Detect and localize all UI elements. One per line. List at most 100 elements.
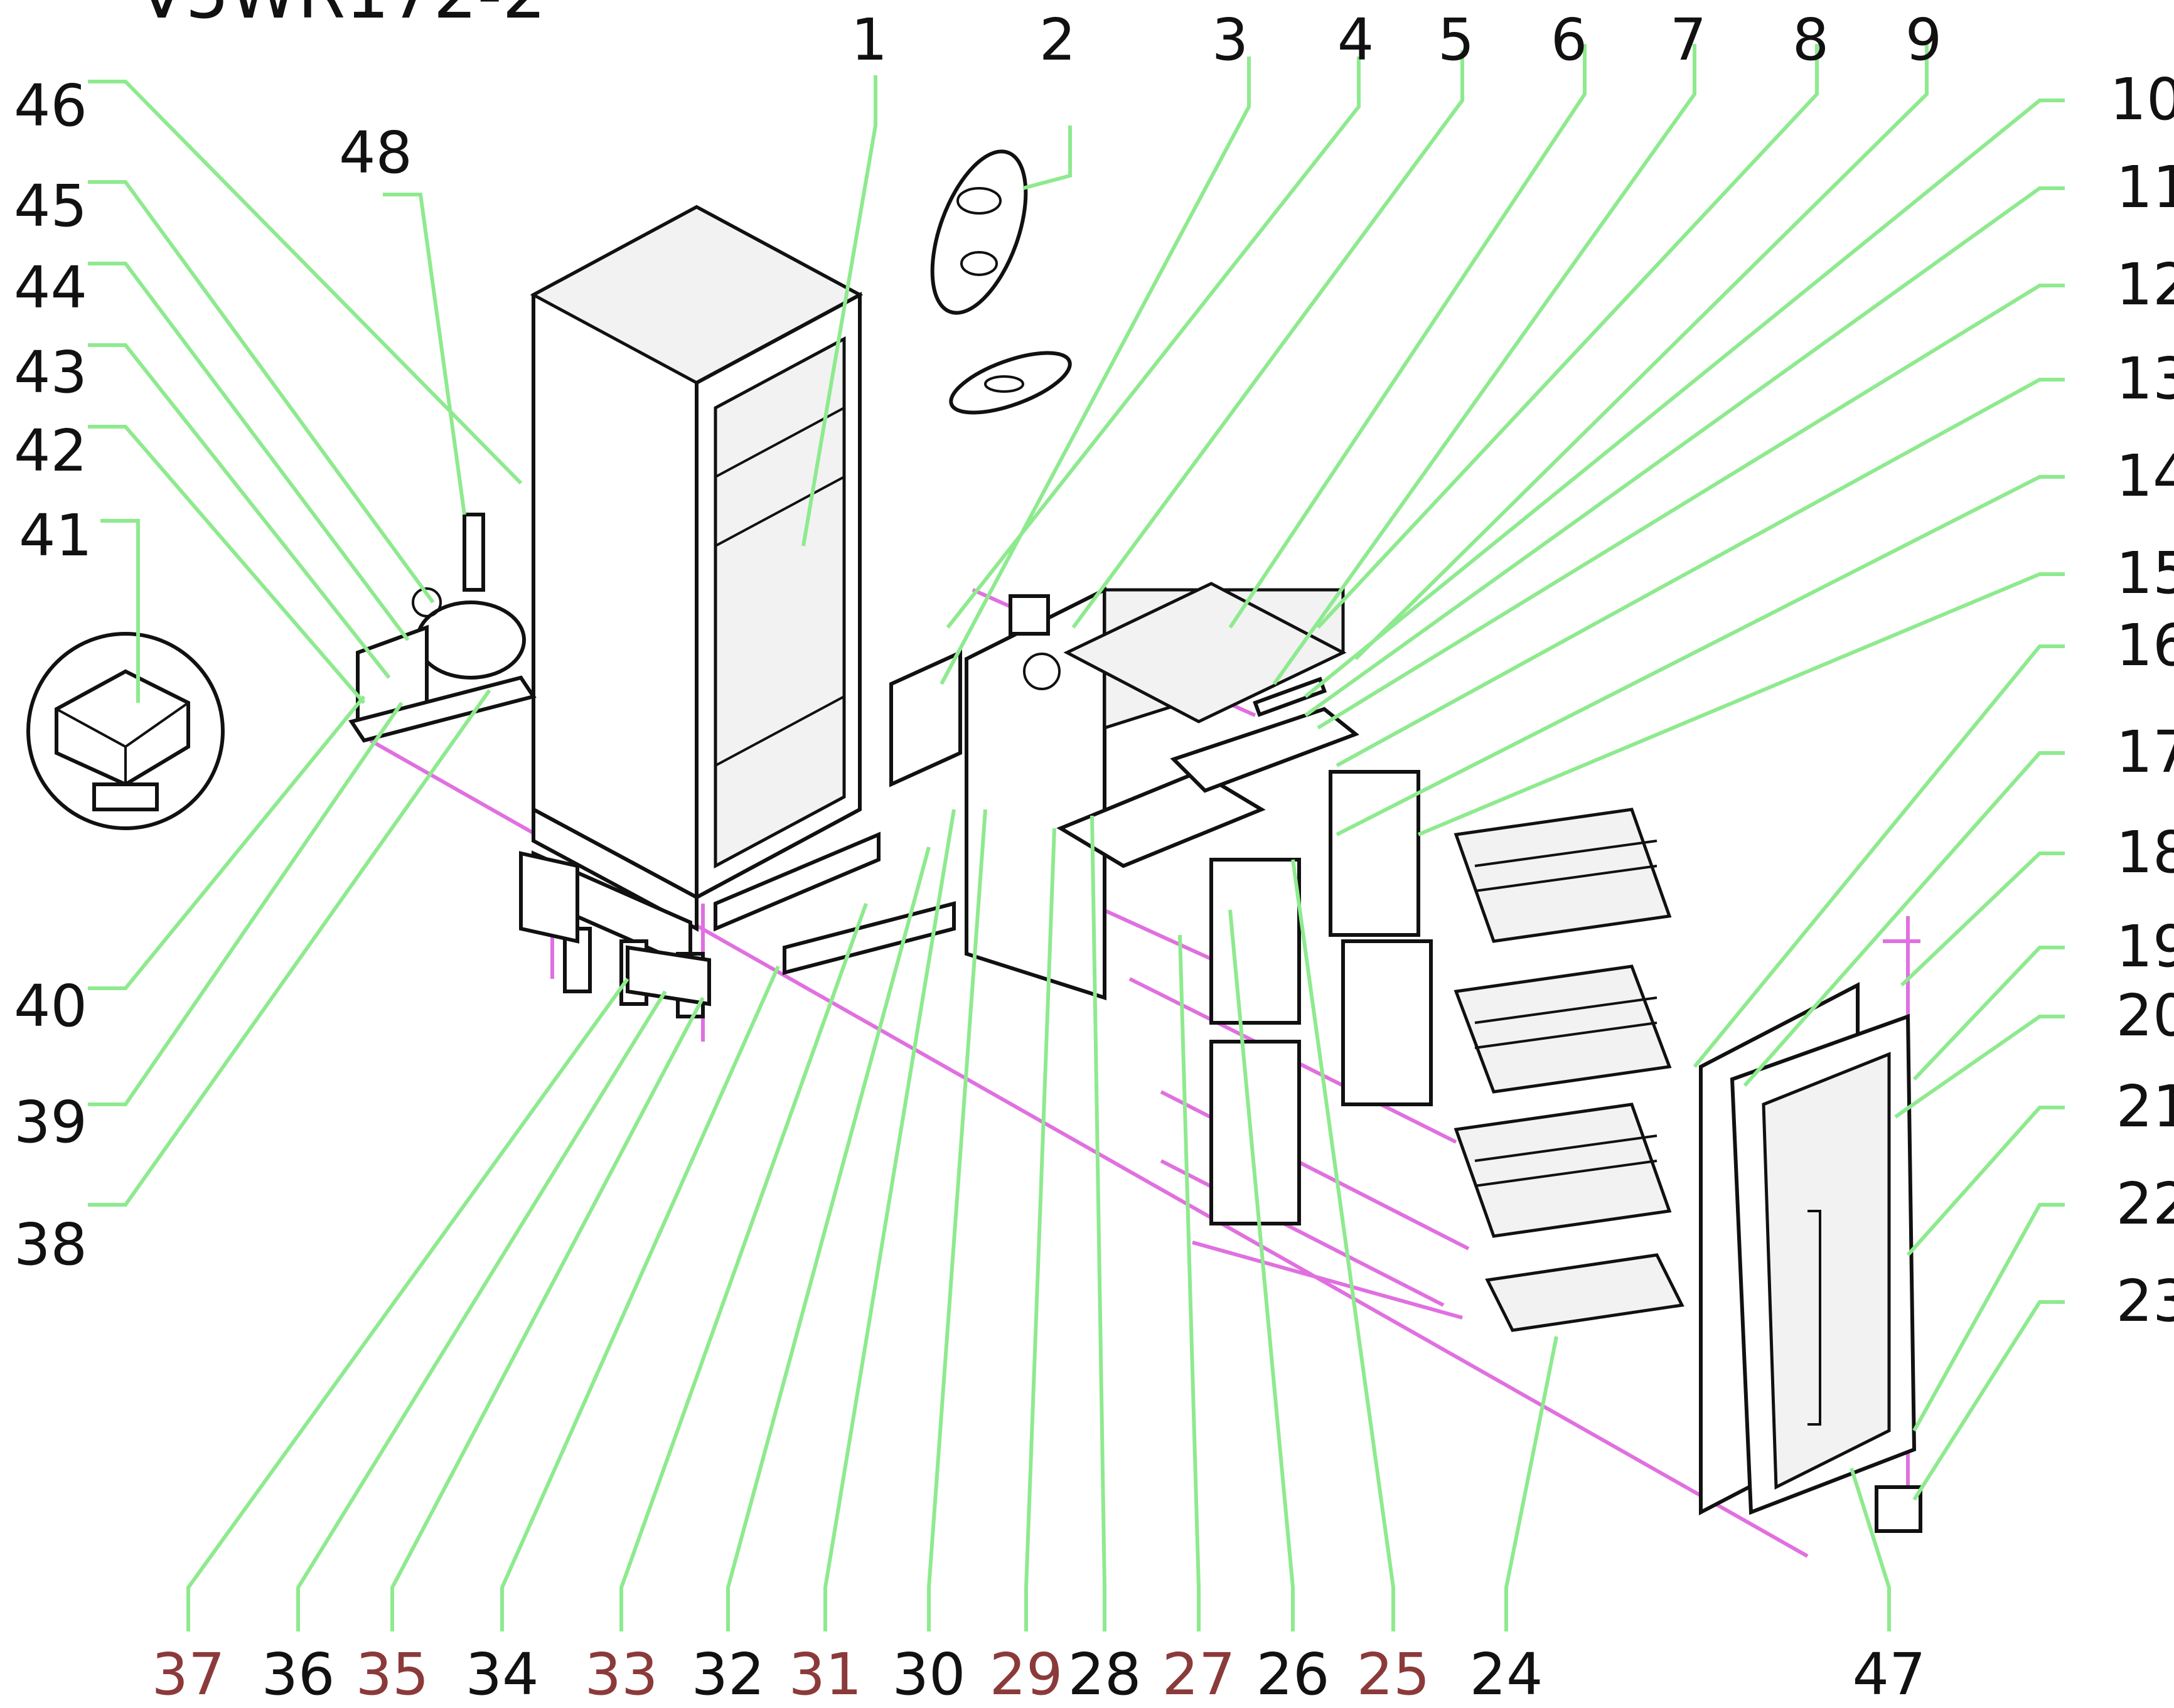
callout-3: 3 [1212, 6, 1249, 73]
leader-line [946, 56, 1361, 629]
callout-8: 8 [1792, 6, 1829, 73]
leader-line [88, 343, 391, 679]
leader-line [1693, 644, 2065, 1068]
leader-line [1304, 186, 2065, 717]
callout-39: 39 [14, 1089, 87, 1156]
callout-35: 35 [355, 1641, 429, 1708]
leader-line [390, 996, 705, 1631]
leader-line [1900, 851, 2065, 987]
leader-line [1022, 125, 1072, 190]
leader-line [88, 702, 404, 1106]
leader-line [1272, 44, 1696, 685]
compressor-group [348, 513, 537, 743]
base-parts [519, 831, 956, 1018]
leader-line [1316, 44, 1819, 629]
leader-line [1178, 934, 1201, 1631]
callout-11: 11 [2116, 154, 2174, 221]
leader-line [1906, 1106, 2065, 1256]
leader-line [1912, 1300, 2065, 1501]
leader-line [726, 846, 931, 1631]
leader-line [1850, 1468, 1891, 1631]
callout-6: 6 [1551, 6, 1588, 73]
leader-line [88, 689, 491, 1207]
leader-line [1304, 99, 2065, 698]
cabinet-part [530, 205, 864, 932]
leader-line [1912, 1203, 2065, 1432]
callout-43: 43 [14, 339, 87, 406]
callout-2: 2 [1039, 6, 1076, 73]
callout-14: 14 [2116, 442, 2174, 510]
callout-26: 26 [1256, 1641, 1329, 1708]
evaporator-parts [889, 582, 1347, 1001]
callout-23: 23 [2116, 1268, 2174, 1335]
leader-line [1912, 946, 2065, 1081]
callout-36: 36 [261, 1641, 335, 1708]
callout-27: 27 [1162, 1641, 1235, 1708]
callout-30: 30 [892, 1641, 965, 1708]
callout-16: 16 [2116, 612, 2174, 679]
callout-20: 20 [2116, 982, 2174, 1049]
leader-line [383, 193, 466, 515]
leader-line [88, 180, 435, 604]
callout-21: 21 [2116, 1073, 2174, 1140]
shelf-rails [1209, 770, 1433, 1225]
callout-34: 34 [465, 1641, 538, 1708]
leader-line [88, 80, 523, 485]
callout-29: 29 [989, 1641, 1063, 1708]
leader-line [1228, 909, 1295, 1631]
callout-5: 5 [1438, 6, 1475, 73]
callout-33: 33 [584, 1641, 658, 1708]
leader-line [1417, 572, 2065, 836]
callout-18: 18 [2116, 819, 2174, 886]
leader-lines [88, 44, 2065, 1631]
leader-line [500, 965, 780, 1631]
leader-line [619, 902, 868, 1631]
leader-line [1024, 828, 1056, 1631]
callout-48: 48 [339, 119, 412, 186]
callout-7: 7 [1670, 6, 1707, 73]
callout-17: 17 [2116, 718, 2174, 786]
door-part [1699, 939, 1922, 1533]
callout-13: 13 [2116, 345, 2174, 412]
callout-12: 12 [2116, 251, 2174, 318]
leader-line [927, 809, 987, 1631]
leader-line [88, 262, 410, 641]
leader-line [1336, 475, 2065, 836]
callout-4: 4 [1337, 6, 1374, 73]
top-small-parts [930, 149, 1072, 415]
leader-line [100, 519, 140, 703]
callout-28: 28 [1068, 1641, 1141, 1708]
leader-line [1291, 859, 1395, 1631]
callout-40: 40 [14, 973, 87, 1040]
callout-1: 1 [851, 6, 888, 73]
callout-24: 24 [1469, 1641, 1543, 1708]
callout-9: 9 [1905, 6, 1942, 73]
callout-22: 22 [2116, 1170, 2174, 1237]
model-title: V5WR172-2 [138, 0, 546, 34]
refrigerator-parts-drawing [26, 149, 1922, 1533]
leader-line [940, 56, 1251, 685]
callout-46: 46 [14, 72, 87, 139]
callout-10: 10 [2109, 66, 2174, 133]
leader-line [823, 809, 956, 1631]
leader-line [1317, 284, 2065, 730]
relay-detail-inset [26, 632, 225, 830]
leader-line [1743, 751, 2065, 1087]
callout-45: 45 [14, 173, 87, 240]
leader-line [1228, 44, 1587, 629]
leader-line [801, 75, 877, 547]
callout-41: 41 [19, 502, 92, 569]
leader-line [1894, 1015, 2065, 1119]
leader-line [1354, 44, 1929, 661]
leader-line [186, 978, 629, 1631]
callout-15: 15 [2116, 540, 2174, 607]
leader-line [1336, 378, 2065, 767]
callout-42: 42 [14, 417, 87, 484]
leader-line [88, 425, 366, 704]
middle-components [1056, 676, 1359, 868]
callout-44: 44 [14, 254, 87, 321]
callout-19: 19 [2116, 913, 2174, 980]
leader-line [1504, 1336, 1558, 1631]
